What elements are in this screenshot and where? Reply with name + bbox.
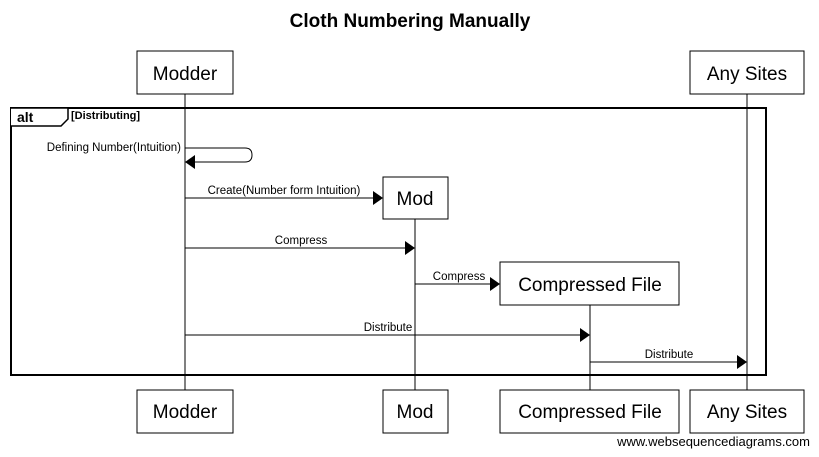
message-label: Compress [275,235,328,247]
message-defining-number: Defining Number(Intuition) [47,142,253,169]
arrowhead-icon [373,191,383,205]
message-label: Compress [433,271,486,283]
participant-any-sites-top: Any Sites [689,50,805,95]
participant-modder-top: Modder [136,50,234,95]
message-distribute-1: Distribute [185,322,590,342]
arrowhead-icon [185,155,195,169]
message-compress-1: Compress [185,235,415,255]
arrowhead-icon [737,355,747,369]
participant-label: Compressed File [518,402,662,423]
alt-guard: [Distributing] [71,110,140,122]
arrowhead-icon [580,328,590,342]
alt-fragment: alt [Distributing] [10,107,767,376]
footer-watermark: www.websequencediagrams.com [616,434,810,449]
message-compress-2: Compress [415,271,500,291]
participant-mod-created: Mod [382,176,449,220]
diagram-title: Cloth Numbering Manually [290,11,531,32]
participant-any-sites-bottom: Any Sites [689,389,805,434]
message-distribute-2: Distribute [590,349,747,369]
arrowhead-icon [490,277,500,291]
participant-mod-bottom: Mod [382,389,449,434]
participant-modder-bottom: Modder [136,389,234,434]
participant-label: Mod [397,189,434,210]
message-create: Create(Number form Intuition) [185,185,383,205]
participant-label: Any Sites [707,402,787,423]
participant-compressed-file-bottom: Compressed File [499,389,680,434]
participant-label: Modder [153,402,218,423]
arrowhead-icon [405,241,415,255]
participant-label: Compressed File [518,275,662,296]
message-label: Create(Number form Intuition) [208,185,361,197]
message-label: Defining Number(Intuition) [47,142,181,154]
participant-label: Any Sites [707,64,787,85]
message-label: Distribute [645,349,694,361]
participant-label: Modder [153,64,218,85]
participant-compressed-file-created: Compressed File [499,261,680,306]
participant-label: Mod [397,402,434,423]
message-label: Distribute [364,322,413,334]
alt-operator: alt [17,109,34,125]
